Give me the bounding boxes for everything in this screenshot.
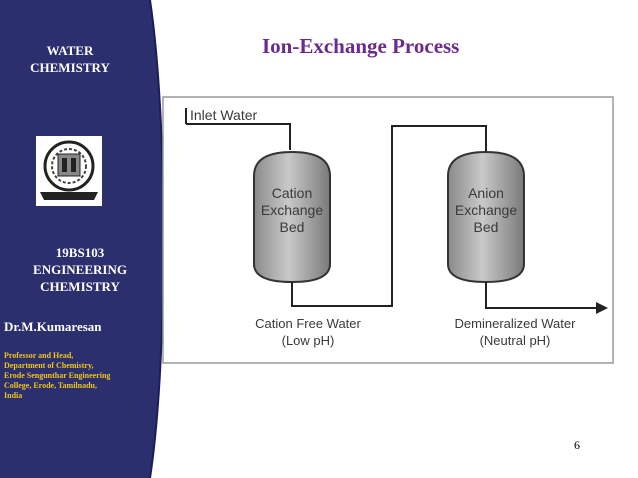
cation-bed-label: Cation xyxy=(272,185,312,201)
anion-bed-label: Anion xyxy=(468,185,504,201)
page-number: 6 xyxy=(574,438,580,452)
cation-free-water-label: Cation Free Water xyxy=(255,316,361,331)
author-name: Dr.M.Kumaresan xyxy=(4,319,102,334)
anion-bed-label: Exchange xyxy=(455,202,517,218)
outlet-pipe xyxy=(485,282,596,309)
course-line: ENGINEERING xyxy=(33,262,127,277)
course-line: CHEMISTRY xyxy=(40,279,120,294)
cation-bed-label: Exchange xyxy=(261,202,323,218)
outlet-arrowhead xyxy=(596,302,608,314)
affiliation-line: India xyxy=(4,391,23,400)
slide-title: Ion-Exchange Process xyxy=(262,34,460,58)
author-affiliation: Professor and Head, Department of Chemis… xyxy=(4,351,146,401)
subject-label: WATER CHEMISTRY xyxy=(10,42,130,76)
inlet-pipe xyxy=(185,108,291,150)
subject-line: WATER xyxy=(46,43,94,58)
neutral-ph-label: (Neutral pH) xyxy=(480,333,551,348)
affiliation-line: College, Erode, Tamilnadu, xyxy=(4,381,97,390)
cation-bed-label: Bed xyxy=(280,219,305,235)
affiliation-line: Erode Sengunthar Engineering xyxy=(4,371,111,380)
affiliation-line: Department of Chemistry, xyxy=(4,361,94,370)
transfer-pipe xyxy=(291,125,487,307)
course-label: 19BS103 ENGINEERING CHEMISTRY xyxy=(10,244,150,295)
inlet-water-label: Inlet Water xyxy=(190,107,258,123)
demineralized-water-label: Demineralized Water xyxy=(455,316,577,331)
course-line: 19BS103 xyxy=(55,245,105,260)
cation-exchange-bed: Cation Exchange Bed xyxy=(253,150,331,284)
college-logo-emblem xyxy=(40,140,98,200)
ion-exchange-diagram: Inlet Water Cation Exchange Bed Anion Ex… xyxy=(162,96,614,364)
diagram-frame xyxy=(162,96,614,364)
affiliation-line: Professor and Head, xyxy=(4,351,74,360)
college-logo xyxy=(36,136,102,206)
anion-bed-label: Bed xyxy=(474,219,499,235)
subject-line: CHEMISTRY xyxy=(30,60,110,75)
low-ph-label: (Low pH) xyxy=(282,333,335,348)
anion-exchange-bed: Anion Exchange Bed xyxy=(447,150,525,284)
